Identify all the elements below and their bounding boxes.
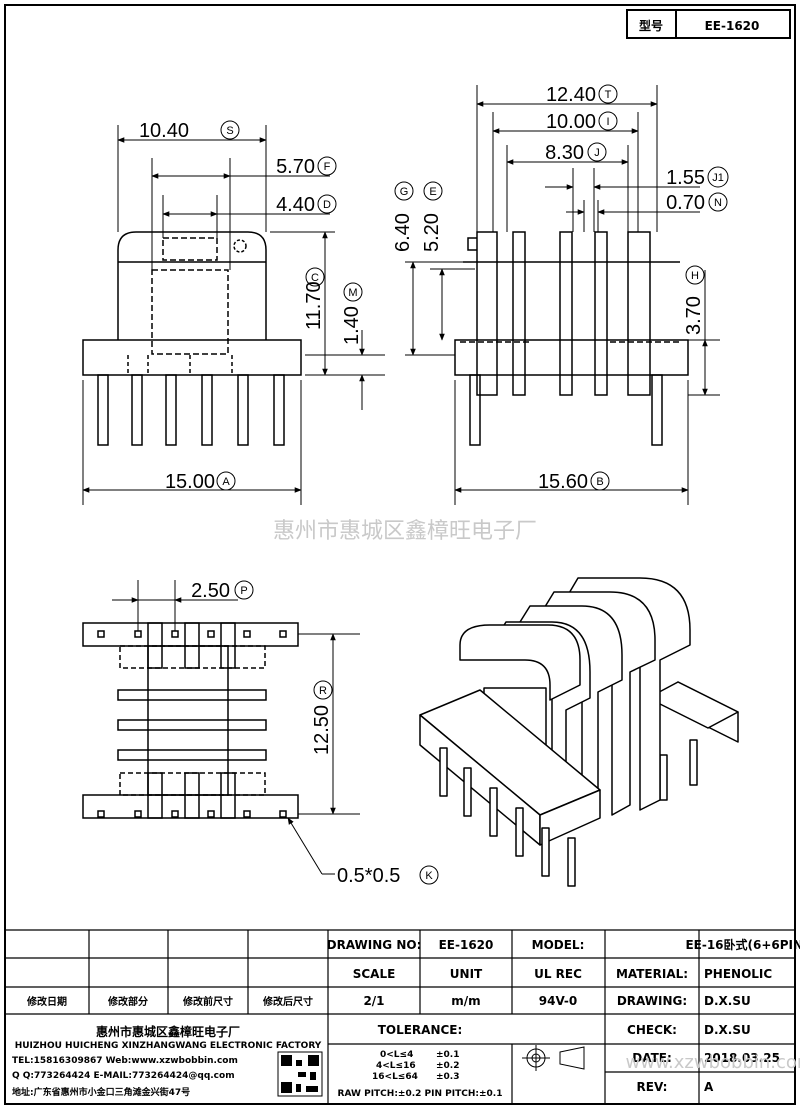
dim-M-ref: M [348, 287, 357, 299]
dim-N-ref: N [714, 197, 722, 209]
watermark-url: www.xzwbobbin.com [626, 1052, 800, 1073]
rev-header-after: 修改后尺寸 [262, 995, 313, 1008]
ulrec-value: 94V-0 [539, 994, 577, 1008]
dim-N-value: 0.70 [666, 192, 705, 214]
dim-P-ref: P [240, 585, 247, 597]
dim-R-ref: R [319, 685, 327, 697]
dim-M-value: 1.40 [341, 306, 363, 345]
model-box-value: EE-1620 [705, 19, 760, 33]
model-value: EE-16卧式(6+6PIN) [685, 937, 800, 952]
tol-value-3: ±0.3 [436, 1072, 459, 1082]
model-box: 型号 EE-1620 [626, 9, 791, 39]
dim-I-ref: I [606, 116, 609, 128]
front-view-dims [82, 125, 385, 505]
dim-A-ref: A [222, 476, 230, 488]
unit-label: UNIT [450, 967, 483, 981]
front-view [82, 231, 302, 446]
dim-T-value: 12.40 [546, 84, 596, 106]
tolerance-label: TOLERANCE: [378, 1023, 463, 1037]
tol-value-1: ±0.1 [436, 1050, 459, 1060]
dim-D-value: 4.40 [276, 194, 315, 216]
company-name: 惠州市惠城区鑫樟旺电子厂 [96, 1024, 240, 1039]
dim-P-value: 2.50 [191, 580, 230, 602]
model-box-label: 型号 [639, 18, 663, 33]
dim-B-ref: B [596, 476, 603, 488]
watermark-text: 惠州市惠城区鑫樟旺电子厂 [273, 519, 537, 544]
side-view-labels: 12.40 T 10.00 I 8.30 J 1.55 J1 0.70 N 6.… [392, 84, 729, 493]
dim-D-ref: D [323, 199, 331, 211]
company-block: 惠州市惠城区鑫樟旺电子厂 HUIZHOU HUICHENG XINZHANGWA… [12, 1024, 323, 1098]
dim-G-ref: G [400, 186, 409, 198]
side-view [454, 231, 689, 446]
date-value: 2018.03.25 [704, 1051, 780, 1065]
dim-J1-ref: J1 [712, 172, 724, 184]
dim-A-value: 15.00 [165, 471, 215, 493]
title-block [5, 929, 795, 1104]
drawing-no-label: DRAWING NO: [327, 938, 422, 952]
dim-T-ref: T [605, 89, 612, 101]
dim-I-value: 10.00 [546, 111, 596, 133]
check-value: D.X.SU [704, 1023, 751, 1037]
rev-header-date: 修改日期 [26, 995, 67, 1008]
contact-tel: TEL:15816309867 Web:www.xzwbobbin.com [12, 1056, 238, 1066]
contact-qq: Q Q:773264424 E-MAIL:773264424@qq.com [12, 1071, 235, 1081]
rev-label: REV: [637, 1080, 668, 1094]
drawing-label: DRAWING: [617, 994, 687, 1008]
dim-C-ref: C [311, 272, 319, 284]
tol-range-3: 16<L≤64 [372, 1072, 418, 1082]
dim-K-value: 0.5*0.5 [337, 865, 400, 887]
dim-G-value: 6.40 [392, 213, 414, 252]
rev-header-before: 修改前尺寸 [182, 995, 233, 1008]
scale-label: SCALE [353, 967, 396, 981]
sheet-border [4, 4, 796, 1105]
dim-C-value: 11.70 [303, 281, 325, 330]
dim-S-ref: S [226, 125, 233, 137]
ulrec-label: UL REC [534, 967, 582, 981]
front-view-labels: 10.40 S 5.70 F 4.40 D 11.70 C 1.40 M 15.… [139, 120, 363, 493]
dim-F-value: 5.70 [276, 156, 315, 178]
dim-R-value: 12.50 [311, 705, 333, 755]
dim-J-ref: J [594, 147, 600, 159]
drawing-no-value: EE-1620 [439, 938, 494, 952]
bottom-view [82, 622, 299, 819]
projection-symbol [522, 1045, 585, 1071]
date-label: DATE: [632, 1051, 672, 1065]
material-value: PHENOLIC [704, 967, 772, 981]
dim-H-value: 3.70 [683, 296, 705, 335]
dim-F-ref: F [324, 161, 331, 173]
dim-E-value: 5.20 [421, 213, 443, 252]
dim-J1-value: 1.55 [666, 167, 705, 189]
pitch-note: RAW PITCH:±0.2 PIN PITCH:±0.1 [338, 1089, 503, 1099]
isometric-view [419, 577, 739, 887]
model-label: MODEL: [532, 938, 585, 952]
tol-range-2: 4<L≤16 [376, 1061, 416, 1071]
side-view-dims [405, 85, 720, 505]
rev-header-part: 修改部分 [107, 995, 148, 1008]
dim-H-ref: H [691, 270, 699, 282]
check-label: CHECK: [627, 1023, 677, 1037]
unit-value: m/m [451, 994, 480, 1008]
bottom-view-labels: 2.50 P 12.50 R 0.5*0.5 K [191, 580, 439, 887]
dim-B-value: 15.60 [538, 471, 588, 493]
drawing-value: D.X.SU [704, 994, 751, 1008]
dim-K-ref: K [425, 870, 433, 882]
scale-value: 2/1 [363, 994, 384, 1008]
bottom-view-dims [112, 580, 360, 875]
company-name-en: HUIZHOU HUICHENG XINZHANGWANG ELECTRONIC… [15, 1041, 322, 1051]
dim-J-value: 8.30 [545, 142, 584, 164]
tol-range-1: 0<L≤4 [380, 1050, 413, 1060]
company-address: 地址:广东省惠州市小金口三角滩金兴街47号 [12, 1086, 190, 1098]
dim-E-ref: E [429, 186, 436, 198]
dim-S-value: 10.40 [139, 120, 189, 142]
rev-value: A [704, 1080, 714, 1094]
qr-code-icon [277, 1051, 323, 1097]
title-block-text: DRAWING NO: EE-1620 MODEL: EE-16卧式(6+6PI… [26, 937, 800, 1099]
tol-value-2: ±0.2 [436, 1061, 459, 1071]
material-label: MATERIAL: [616, 967, 688, 981]
